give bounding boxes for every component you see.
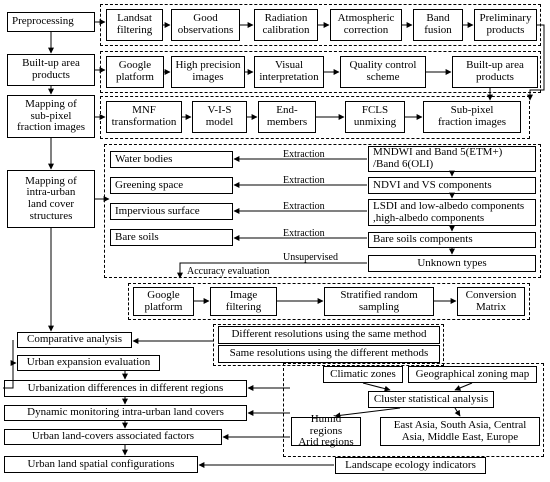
regional-group [283, 363, 544, 457]
arrow [177, 262, 367, 279]
dynamic-monitoring-box: Dynamic monitoring intra-urban land cove… [4, 405, 247, 421]
image-filtering-box: Image filtering [210, 287, 277, 316]
landscape-ecology-box: Landscape ecology indicators [335, 457, 486, 474]
greening-space-box: Greening space [110, 177, 233, 194]
mnf-transformation-box: MNF transformation [106, 101, 182, 133]
band-fusion-box: Band fusion [413, 9, 463, 41]
preprocessing-box: Preprocessing [7, 12, 95, 32]
bare-soils-component-box: Bare soils components [368, 232, 536, 248]
methods-group [213, 324, 444, 366]
climatic-zones-box: Climatic zones [323, 366, 403, 383]
google-platform-accuracy-box: Google platform [133, 287, 194, 316]
water-bodies-box: Water bodies [110, 151, 233, 168]
associated-factors-box: Urban land-covers associated factors [4, 429, 222, 445]
arrow [527, 24, 545, 101]
same-resolutions-box: Same resolutions using the different met… [218, 345, 440, 363]
accuracy-group [128, 283, 530, 320]
unknown-types-box: Unknown types [368, 255, 536, 272]
bare-soils-box: Bare soils [110, 229, 233, 246]
different-resolutions-box: Different resolutions using the same met… [218, 326, 440, 344]
preliminary-products-box: Preliminary products [474, 9, 537, 41]
arrow [10, 340, 17, 366]
cluster-analysis-box: Cluster statistical analysis [368, 391, 494, 408]
arrow [362, 382, 391, 392]
extraction-label-2: Extraction [283, 175, 325, 186]
stratified-sampling-box: Stratified random sampling [324, 287, 434, 316]
extraction-label-1: Extraction [283, 149, 325, 160]
built-up-products-step-box: Built-up area products [452, 56, 538, 88]
continents-box: East Asia, South Asia, Central Asia, Mid… [380, 417, 540, 446]
google-platform-box: Google platform [106, 56, 164, 88]
land-cover-group [104, 144, 541, 278]
ndvi-component-box: NDVI and VS components [368, 177, 536, 194]
mapping-subpixel-box: Mapping of sub-pixel fraction images [7, 95, 95, 138]
humid-arid-box: Humid regions Arid regions [291, 413, 361, 448]
spatial-configurations-box: Urban land spatial configurations [4, 456, 198, 473]
visual-interpretation-box: Visual interpretation [254, 56, 324, 88]
radiation-calibration-box: Radiation calibration [254, 9, 318, 41]
extraction-label-3: Extraction [283, 201, 325, 212]
comparative-analysis-box: Comparative analysis [17, 332, 132, 348]
built-up-area-products-box: Built-up area products [7, 54, 95, 86]
lsdi-component-box: LSDI and low-albedo components ,high-alb… [368, 199, 536, 226]
accuracy-evaluation-label: Accuracy evaluation [187, 266, 270, 277]
urbanization-differences-box: Urbanization differences in different re… [4, 380, 247, 397]
arrow [3, 363, 14, 389]
end-members-box: End- members [258, 101, 316, 133]
good-observations-box: Good observations [171, 9, 240, 41]
urban-expansion-box: Urban expansion evaluation [17, 355, 160, 371]
arrow [334, 407, 401, 419]
geographical-zoning-box: Geographical zoning map [408, 366, 537, 383]
mapping-intra-urban-box: Mapping of intra-urban land cover struct… [7, 170, 95, 228]
arrow [454, 407, 461, 417]
atmospheric-correction-box: Atmospheric correction [330, 9, 402, 41]
quality-control-box: Quality control scheme [340, 56, 426, 88]
subpixel-fraction-images-box: Sub-pixel fraction images [423, 101, 521, 133]
impervious-surface-box: Impervious surface [110, 203, 233, 220]
conversion-matrix-box: Conversion Matrix [457, 287, 525, 316]
fcls-unmixing-box: FCLS unmixing [345, 101, 405, 133]
mndwi-component-box: MNDWI and Band 5(ETM+) /Band 6(OLI) [368, 146, 536, 172]
high-precision-images-box: High precision images [171, 56, 245, 88]
arrow [454, 382, 473, 391]
unsupervised-label: Unsupervised [283, 252, 338, 263]
extraction-label-4: Extraction [283, 228, 325, 239]
vis-model-box: V-I-S model [192, 101, 247, 133]
landsat-filtering-box: Landsat filtering [106, 9, 163, 41]
